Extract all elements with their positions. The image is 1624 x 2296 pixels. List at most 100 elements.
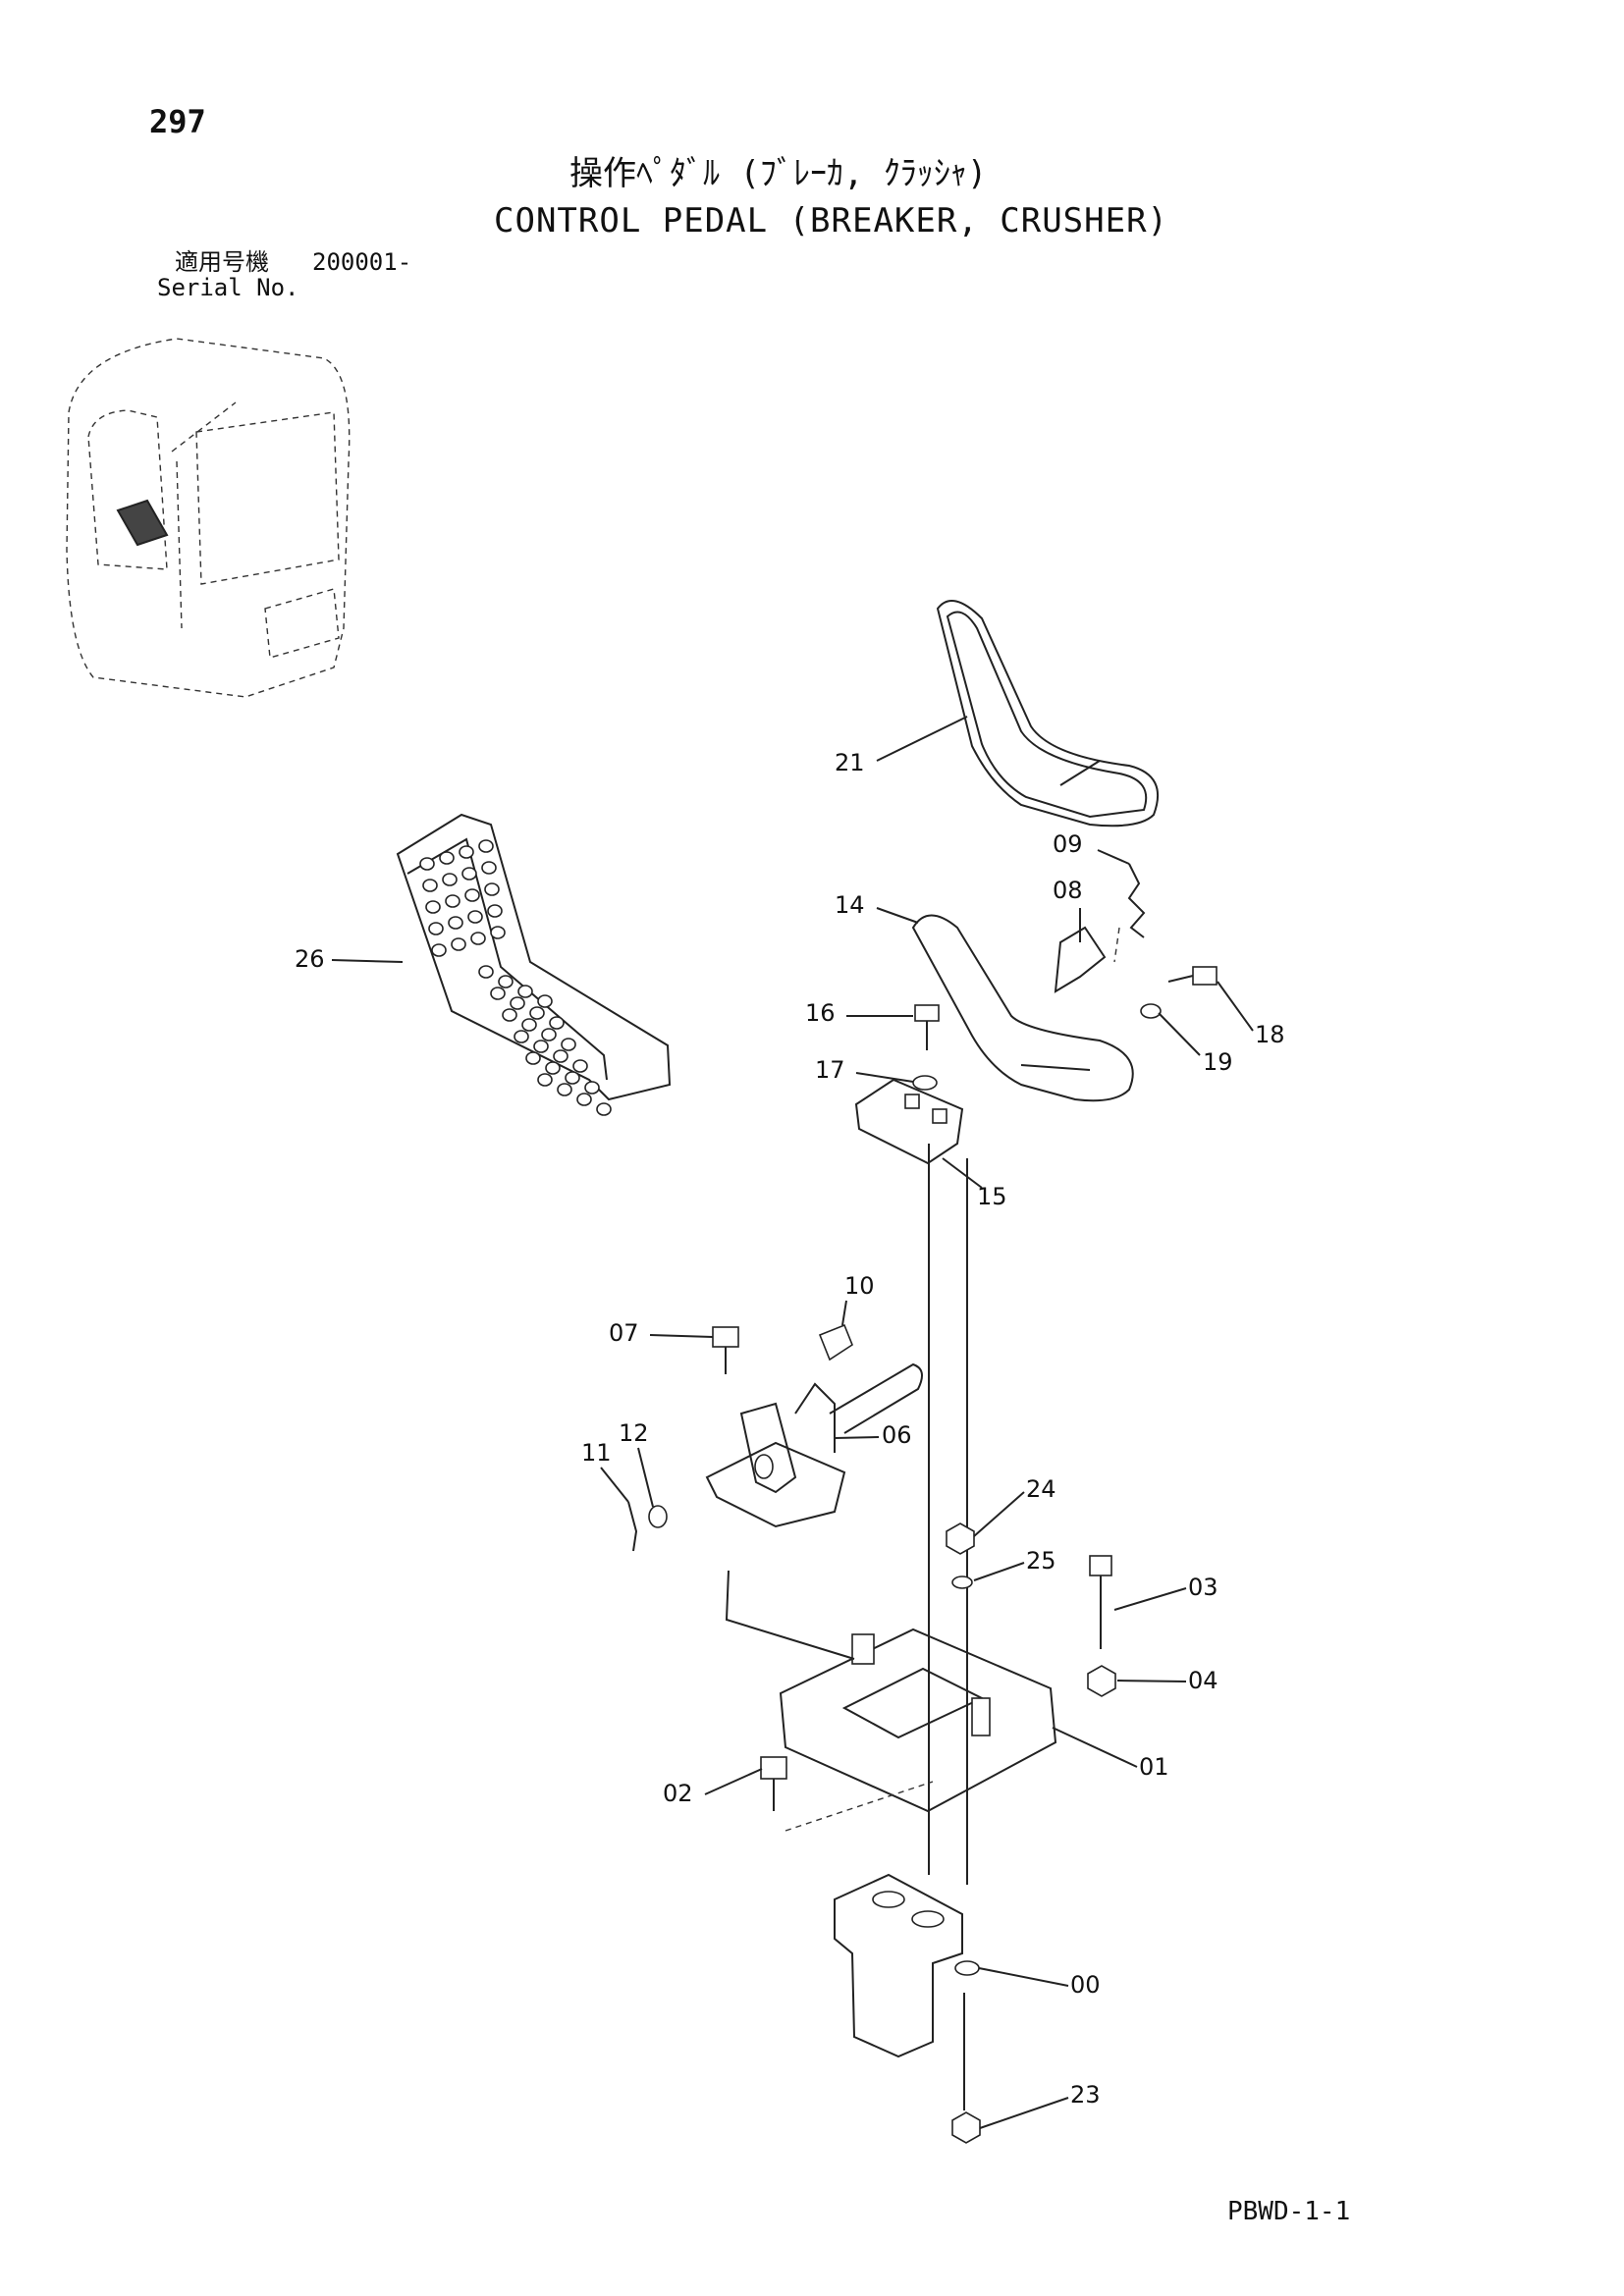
pad-hole	[425, 900, 441, 914]
callout-label-04: 04	[1188, 1667, 1218, 1694]
pad-hole	[565, 1071, 580, 1085]
callout-label-14: 14	[835, 891, 865, 919]
callout-label-21: 21	[835, 749, 865, 776]
callout-leader-02	[704, 1768, 763, 1795]
callout-leader-11	[600, 1467, 629, 1503]
pad-hole	[576, 1093, 592, 1106]
pad-hole	[553, 1049, 568, 1063]
pad-hole	[484, 882, 500, 896]
part-14-pedal	[911, 914, 1134, 1102]
pad-hole	[478, 965, 494, 979]
callout-label-09: 09	[1053, 830, 1083, 858]
part-16-17-bolt-washer	[912, 1004, 940, 1091]
serial-number-value: 200001-	[312, 248, 412, 276]
callout-leader-12	[637, 1447, 654, 1508]
part-24-25-nut-washer	[946, 1522, 975, 1589]
pad-hole	[549, 1016, 565, 1030]
part-18-19-bolt-washer	[1140, 966, 1218, 1019]
part-21-pedal-cover	[936, 600, 1159, 828]
callout-label-07: 07	[609, 1319, 639, 1347]
pad-hole	[545, 1061, 561, 1075]
part-01-base-plate	[725, 1570, 1057, 1813]
cab-location-sketch	[66, 338, 351, 698]
part-10-pin	[818, 1323, 853, 1362]
callout-label-00: 00	[1070, 1971, 1101, 1999]
callout-leader-00	[978, 1967, 1069, 1987]
page-title-japanese: 操作ﾍﾟﾀﾞﾙ (ﾌﾞﾚｰｶ, ｸﾗｯｼｬ)	[569, 154, 988, 193]
page-title-english: CONTROL PEDAL (BREAKER, CRUSHER)	[494, 201, 1169, 240]
pad-hole	[510, 996, 525, 1010]
pad-hole	[529, 1006, 545, 1020]
callout-leader-15	[942, 1157, 983, 1189]
pad-hole	[461, 867, 477, 881]
callout-leader-07	[649, 1334, 714, 1338]
callout-label-03: 03	[1188, 1574, 1218, 1601]
pad-hole	[451, 937, 466, 951]
callout-leader-18	[1217, 981, 1254, 1032]
callout-label-26: 26	[295, 945, 325, 973]
pad-hole	[428, 922, 444, 935]
pad-hole	[445, 894, 460, 908]
part-15-bracket	[854, 1078, 964, 1165]
pad-hole	[459, 845, 474, 859]
pad-hole	[470, 932, 486, 945]
pad-hole	[467, 910, 483, 924]
pad-hole	[464, 888, 480, 902]
part-03-04-bolt-nut	[1087, 1555, 1116, 1697]
part-07-bolt	[712, 1326, 739, 1374]
pad-hole	[557, 1083, 572, 1096]
callout-label-06: 06	[882, 1421, 912, 1449]
serial-label-japanese: 適用号機	[175, 248, 269, 276]
callout-label-08: 08	[1053, 877, 1083, 904]
pad-hole	[533, 1040, 549, 1053]
callout-leader-26	[331, 959, 404, 963]
callout-label-10: 10	[844, 1272, 875, 1300]
callout-label-19: 19	[1203, 1048, 1233, 1076]
callout-leader-17	[855, 1072, 914, 1083]
callout-label-23: 23	[1070, 2081, 1101, 2109]
pad-hole	[514, 1030, 529, 1043]
callout-label-11: 11	[581, 1439, 612, 1467]
part-26-pedal-pad	[396, 813, 672, 1116]
callout-label-16: 16	[805, 999, 836, 1027]
callout-leader-23	[979, 2097, 1069, 2129]
pad-hole	[537, 994, 553, 1008]
callout-label-02: 02	[663, 1780, 693, 1807]
callout-label-17: 17	[815, 1056, 845, 1084]
pad-hole	[439, 851, 455, 865]
callout-leader-06	[834, 1436, 880, 1439]
pad-hole	[481, 861, 497, 875]
callout-label-12: 12	[619, 1419, 649, 1447]
callout-leader-25	[973, 1562, 1025, 1581]
pad-hole	[561, 1038, 576, 1051]
callout-label-18: 18	[1255, 1021, 1285, 1048]
part-06-hinge-bracket	[705, 1362, 923, 1528]
pad-hole	[431, 943, 447, 957]
pad-hole	[498, 975, 514, 988]
pad-hole	[572, 1059, 588, 1073]
pad-hole	[537, 1073, 553, 1087]
pad-hole	[422, 879, 438, 892]
pad-hole	[487, 904, 503, 918]
pad-hole	[502, 1008, 517, 1022]
part-11-12-cotter-washer	[627, 1501, 668, 1552]
callout-label-01: 01	[1139, 1753, 1169, 1781]
pad-hole	[521, 1018, 537, 1032]
part-02-bolt	[760, 1756, 934, 1832]
callout-label-15: 15	[977, 1183, 1007, 1210]
pad-hole	[442, 873, 458, 886]
serial-label-english: Serial No.	[157, 274, 299, 301]
pad-hole	[541, 1028, 557, 1041]
pad-hole	[448, 916, 463, 930]
footer-code: PBWD-1-1	[1227, 2197, 1351, 2226]
pad-hole	[596, 1102, 612, 1116]
callout-label-25: 25	[1026, 1547, 1056, 1575]
callout-leader-09	[1097, 849, 1130, 865]
pad-hole	[517, 985, 533, 998]
pad-hole	[419, 857, 435, 871]
callout-leader-24	[973, 1491, 1025, 1537]
part-23-bolt	[951, 1993, 981, 2144]
callout-leader-01	[1052, 1727, 1138, 1768]
callout-leader-14	[876, 907, 919, 924]
